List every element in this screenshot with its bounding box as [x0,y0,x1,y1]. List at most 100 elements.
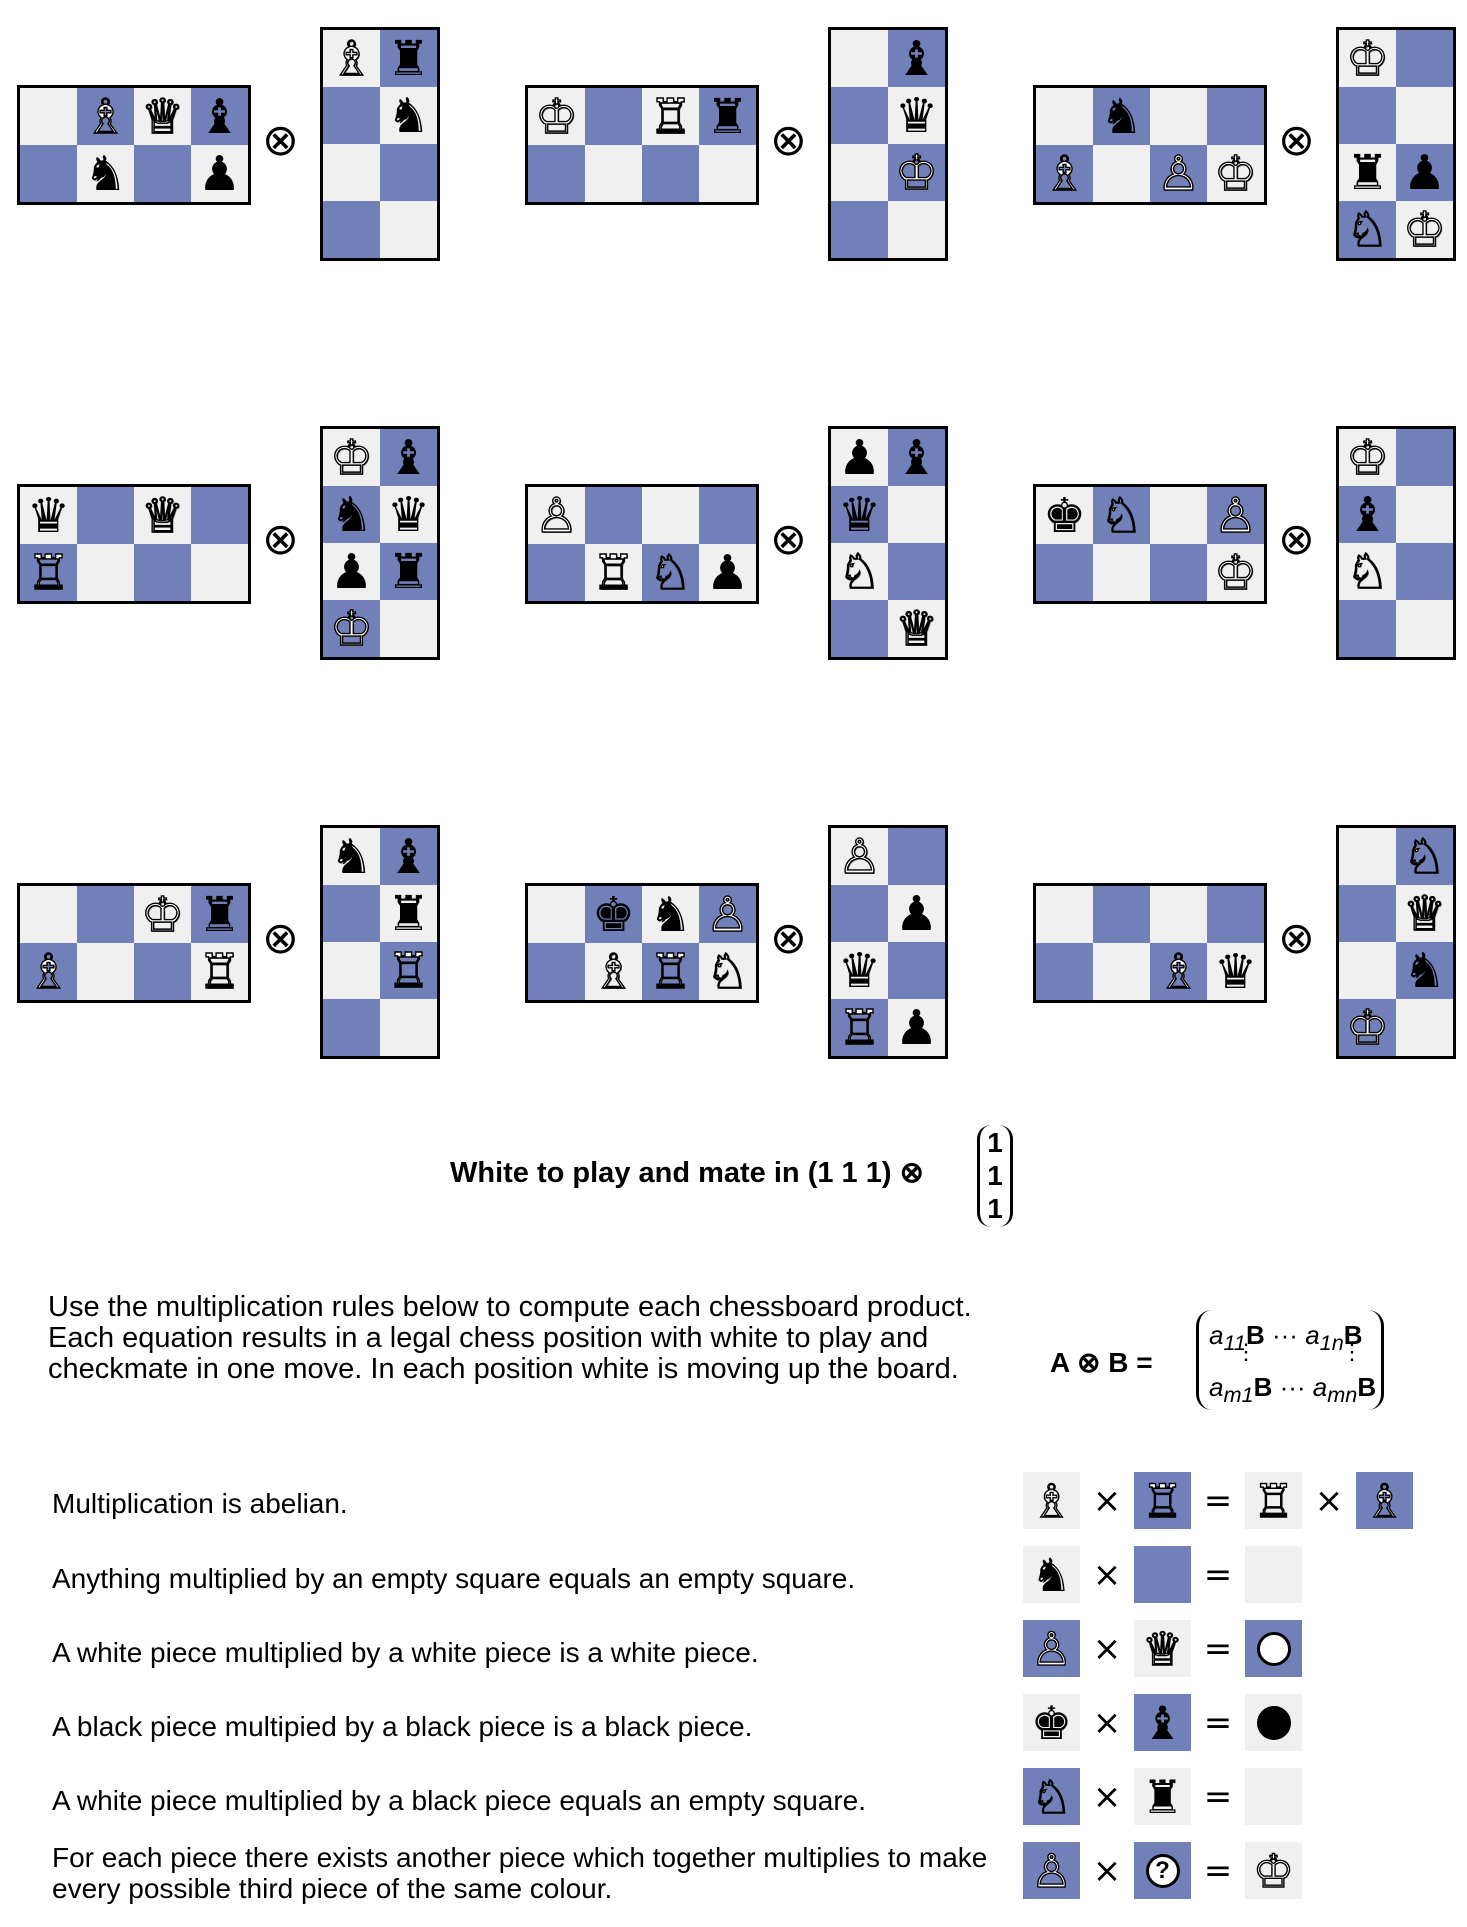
board-square [888,486,945,543]
white-rook-icon: ♖ [831,999,888,1056]
puzzle-8-board-a: ♚♞♙♗♖♘ [525,883,759,1003]
board-square [1396,429,1453,486]
black-queen-icon: ♛ [380,486,437,543]
board-square [1093,145,1150,202]
tensor-operator: ⊗ [262,913,299,964]
black-bishop-icon: ♝ [191,88,248,145]
white-bishop-icon: ♗ [1036,145,1093,202]
black-knight-icon: ♞ [1023,1546,1080,1603]
white-rook-icon: ♖ [585,544,642,601]
board-square [380,144,437,201]
black-knight-icon: ♞ [380,87,437,144]
board-square [1396,600,1453,657]
black-circle-icon [1256,1705,1291,1740]
black-bishop-icon: ♝ [380,429,437,486]
example-inverse: ♙ × ? = ♔ [1023,1842,1302,1899]
black-pawn-icon: ♟ [1396,144,1453,201]
white-king-icon: ♔ [1339,999,1396,1056]
board-square [1150,544,1207,601]
board-square [191,487,248,544]
black-knight-icon: ♞ [1093,88,1150,145]
black-rook-icon: ♜ [699,88,756,145]
board-square [323,144,380,201]
example-white-black: ♘ × ♜ = [1023,1768,1302,1825]
board-square [77,943,134,1000]
board-square [1207,88,1264,145]
white-king-icon: ♔ [1207,544,1264,601]
board-square [191,544,248,601]
puzzle-title: White to play and mate in (1 1 1) ⊗ [450,1155,924,1190]
board-square [77,544,134,601]
board-square [380,999,437,1056]
board-square [888,201,945,258]
black-knight-icon: ♞ [323,828,380,885]
times-sign: × [1314,1480,1344,1521]
board-square [642,487,699,544]
white-bishop-icon: ♗ [1356,1472,1413,1529]
black-knight-icon: ♞ [77,145,134,202]
white-queen-icon: ♕ [1134,1620,1191,1677]
board-square [1093,886,1150,943]
board-square [1207,886,1264,943]
tensor-operator: ⊗ [1278,514,1315,565]
empty-square [1134,1546,1191,1603]
black-pawn-icon: ♟ [699,544,756,601]
board-square [20,886,77,943]
board-square [831,87,888,144]
black-rook-icon: ♜ [380,30,437,87]
equals-sign: = [1203,1554,1233,1595]
white-king-icon: ♔ [1339,429,1396,486]
board-square [323,942,380,999]
black-king-icon: ♚ [585,886,642,943]
board-square [20,145,77,202]
rule-white-black: A white piece multiplied by a black piec… [52,1785,867,1816]
equals-sign: = [1203,1480,1233,1521]
board-square [323,999,380,1056]
black-bishop-icon: ♝ [888,429,945,486]
board-square [831,885,888,942]
black-pawn-icon: ♟ [888,999,945,1056]
white-bishop-icon: ♗ [585,943,642,1000]
white-pawn-icon: ♙ [1023,1620,1080,1677]
white-bishop-icon: ♗ [1023,1472,1080,1529]
white-knight-icon: ♘ [1396,828,1453,885]
rule-inverse: For each piece there exists another piec… [52,1842,988,1904]
example-abelian: ♗ × ♖ = ♖ × ♗ [1023,1472,1413,1529]
white-king-icon: ♔ [134,886,191,943]
kronecker-formula: A ⊗ B = a11B ··· a1nB ⋮ ⋮ am1B ··· amnB [1050,1310,1390,1410]
white-rook-icon: ♖ [642,943,699,1000]
white-knight-icon: ♘ [1339,201,1396,258]
white-king-icon: ♔ [323,429,380,486]
question-icon: ? [1145,1853,1180,1888]
empty-square [1245,1546,1302,1603]
board-square [1396,543,1453,600]
tensor-symbol: ⊗ [899,1157,924,1189]
board-square [528,544,585,601]
rule-black-black: A black piece multipied by a black piece… [52,1711,753,1742]
column-vector: 1 1 1 [977,1125,1013,1227]
puzzle-3-board-a: ♞♗♙♔ [1033,85,1267,205]
board-square [323,885,380,942]
board-square [1093,943,1150,1000]
board-square [1150,487,1207,544]
black-rook-icon: ♜ [380,885,437,942]
white-rook-icon: ♖ [380,942,437,999]
black-queen-icon: ♛ [1207,943,1264,1000]
tensor-operator: ⊗ [1278,913,1315,964]
black-bishop-icon: ♝ [1339,486,1396,543]
white-pawn-icon: ♙ [1150,145,1207,202]
tensor-operator: ⊗ [1278,115,1315,166]
rule-abelian: Multiplication is abelian. [52,1488,348,1519]
tensor-operator: ⊗ [770,115,807,166]
white-rook-icon: ♖ [20,544,77,601]
puzzle-2-board-b: ♝♛♔ [828,27,948,261]
black-pawn-icon: ♟ [323,543,380,600]
matrix-vdots: ⋮ [1235,1339,1257,1364]
white-knight-icon: ♘ [1339,543,1396,600]
example-white-white: ♙ × ♕ = [1023,1620,1302,1677]
black-knight-icon: ♞ [1396,942,1453,999]
board-square [585,145,642,202]
board-square [1396,999,1453,1056]
tensor-operator: ⊗ [262,115,299,166]
formula-matrix: a11B ··· a1nB ⋮ ⋮ am1B ··· amnB [1196,1310,1384,1410]
